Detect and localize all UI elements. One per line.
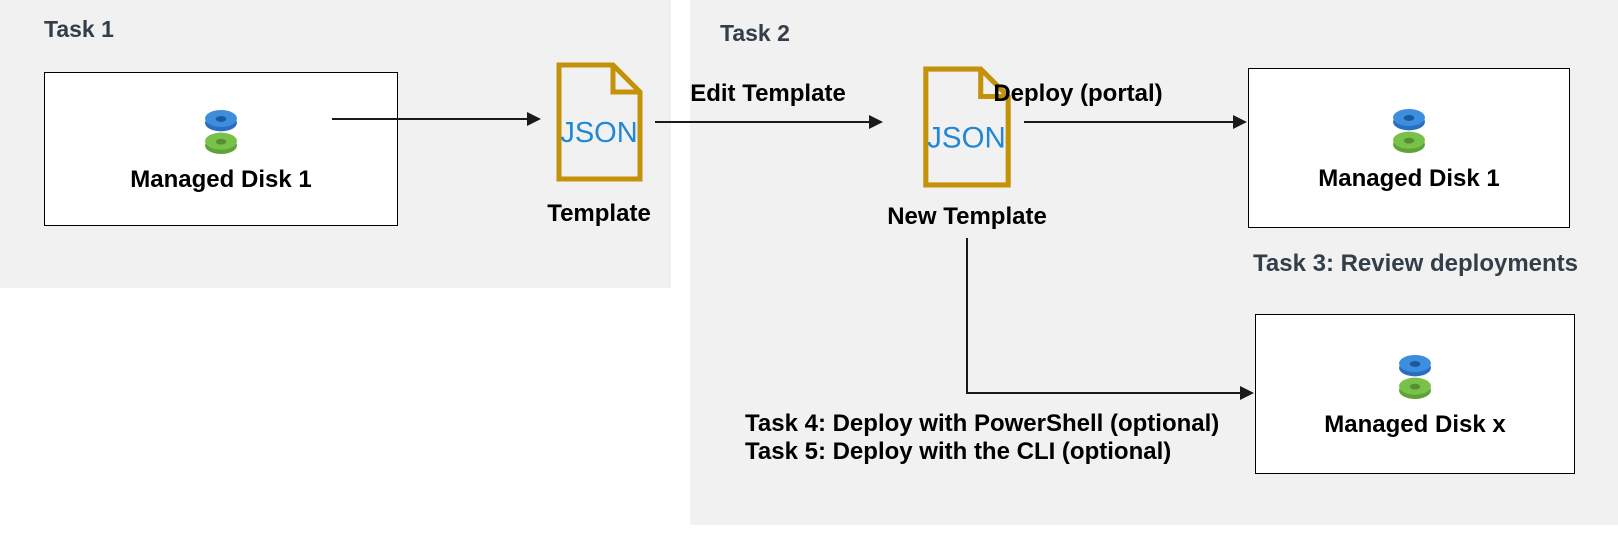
export-template-arrow-line (332, 118, 527, 120)
deploy-portal-arrow-line (1024, 121, 1233, 123)
edit-template-arrowhead (869, 115, 883, 129)
managed-disk-icon (1399, 354, 1431, 399)
task2-title: Task 2 (720, 20, 790, 46)
cli-deploy-connector-horizontal (966, 392, 1240, 394)
deploy-portal-arrowhead (1233, 115, 1247, 129)
managed-disk-1-deployed-label: Managed Disk 1 (1318, 164, 1500, 192)
managed-disk-1-source-box: Managed Disk 1 (44, 72, 398, 226)
deploy-portal-label: Deploy (portal) (993, 80, 1163, 107)
managed-disk-1-label: Managed Disk 1 (130, 165, 312, 193)
managed-disk-x-label: Managed Disk x (1324, 410, 1506, 438)
cli-deploy-connector-vertical (966, 238, 968, 393)
task1-title: Task 1 (44, 16, 114, 42)
managed-disk-icon (205, 109, 237, 154)
edit-template-label: Edit Template (690, 80, 846, 107)
json-text: JSON (560, 117, 637, 149)
edit-template-arrow-line (655, 121, 869, 123)
template-label: Template (547, 200, 651, 227)
cli-deploy-arrowhead (1240, 386, 1254, 400)
new-template-label: New Template (887, 203, 1047, 230)
task5-note: Task 5: Deploy with the CLI (optional) (745, 438, 1172, 465)
managed-disk-icon (1393, 108, 1425, 153)
json-template-icon: JSON (556, 62, 643, 182)
json-new-template-icon: JSON (923, 66, 1011, 188)
task3-note: Task 3: Review deployments (1253, 250, 1579, 277)
export-template-arrowhead (527, 112, 541, 126)
task4-note: Task 4: Deploy with PowerShell (optional… (745, 410, 1220, 437)
managed-disk-x-box: Managed Disk x (1255, 314, 1575, 474)
json-text: JSON (927, 121, 1006, 154)
managed-disk-1-deployed-box: Managed Disk 1 (1248, 68, 1570, 228)
task45-note: Task 4: Deploy with PowerShell (optional… (745, 410, 1219, 466)
